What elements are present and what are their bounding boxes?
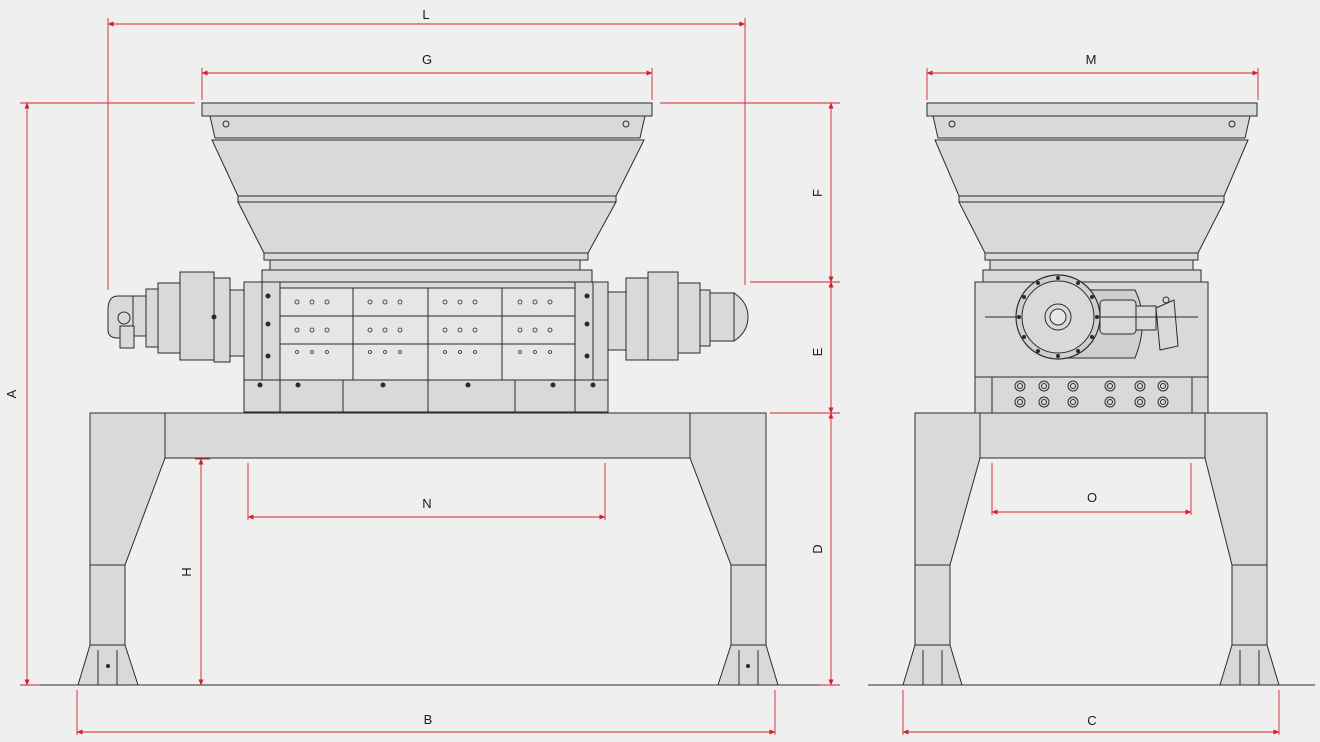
cutting-chamber-side — [243, 281, 609, 413]
right-drive-side — [607, 271, 749, 361]
label-a: A — [4, 389, 19, 398]
label-g: G — [422, 52, 432, 67]
hopper-side — [201, 102, 653, 283]
label-m: M — [1086, 52, 1097, 67]
label-f: F — [810, 189, 825, 197]
label-o: O — [1087, 490, 1097, 505]
label-c: C — [1087, 713, 1096, 728]
hopper-end — [926, 102, 1258, 283]
left-drive-side — [107, 271, 245, 363]
gearbox-end — [974, 274, 1209, 414]
side-view — [40, 102, 835, 686]
label-l: L — [422, 7, 429, 22]
extension-lines — [20, 18, 1280, 735]
label-d: D — [810, 544, 825, 553]
label-h: H — [179, 567, 194, 576]
end-view — [868, 102, 1315, 686]
label-b: B — [424, 712, 433, 727]
label-e: E — [810, 347, 825, 356]
label-n: N — [422, 496, 431, 511]
stand-side — [77, 412, 779, 686]
stand-end — [902, 412, 1280, 686]
